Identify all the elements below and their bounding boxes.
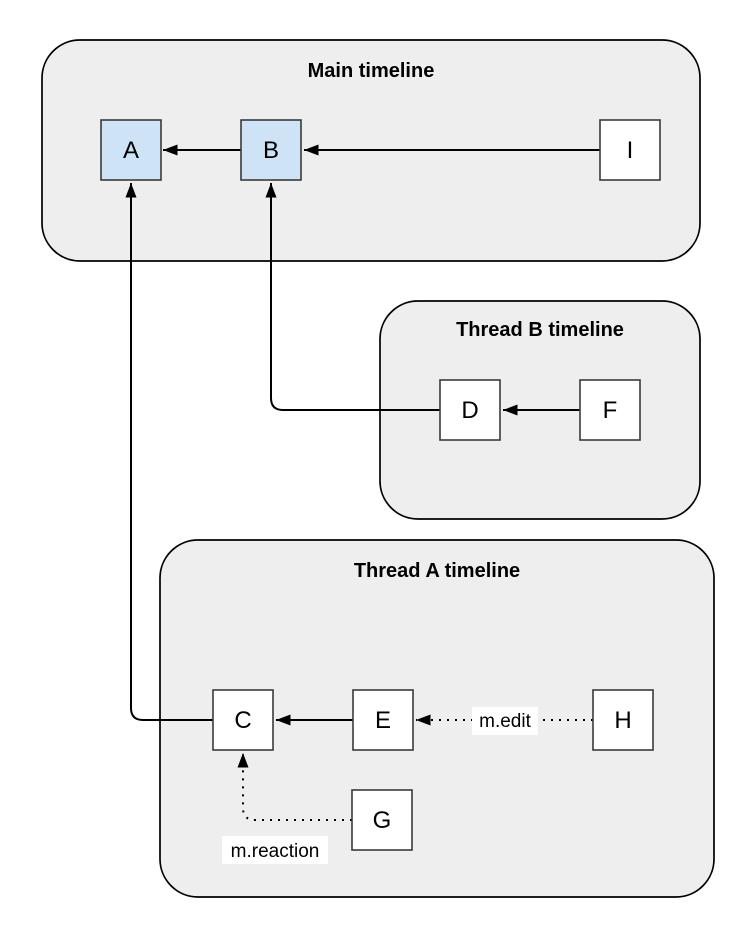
edge-label-m-edit-text: m.edit [479,711,531,732]
node-c-box [212,689,274,751]
node-f-box [579,379,641,441]
container-thread-b-timeline-title: Thread B timeline [456,319,624,341]
node-d-label: D [461,397,478,424]
node-d-box [439,379,501,441]
container-thread-a-timeline: Thread A timeline [159,539,715,898]
node-h-label: H [614,707,631,734]
edge-label-m-reaction-bg [222,836,328,864]
node-f: F [579,379,641,441]
node-e: E [352,689,414,751]
node-c-label: C [234,707,251,734]
node-b: B [240,119,302,181]
node-b-label: B [263,137,279,164]
node-g-label: G [373,807,392,834]
node-g: G [351,789,413,851]
node-i: I [599,119,661,181]
container-thread-a-timeline-box [159,539,715,898]
edge-label-m-reaction-text: m.reaction [231,841,320,862]
node-a-box [100,119,162,181]
node-i-label: I [627,137,634,164]
node-h: H [592,689,654,751]
node-c: C [212,689,274,751]
edge-label-m-reaction: m.reaction [222,836,328,864]
edge-g-to-c [237,753,352,821]
node-f-label: F [603,397,618,424]
node-e-label: E [375,707,391,734]
container-thread-a-timeline-title: Thread A timeline [354,560,520,582]
container-main-timeline-title: Main timeline [308,60,435,82]
edge-label-m-edit: m.edit [472,707,538,735]
node-d: D [439,379,501,441]
node-a-label: A [123,137,139,164]
node-b-box [240,119,302,181]
node-g-box [351,789,413,851]
node-e-box [352,689,414,751]
node-h-box [592,689,654,751]
edge-d-to-b [265,183,440,411]
node-a: A [100,119,162,181]
node-i-box [599,119,661,181]
edge-label-m-edit-bg [472,707,538,735]
edge-c-to-a [125,183,213,721]
